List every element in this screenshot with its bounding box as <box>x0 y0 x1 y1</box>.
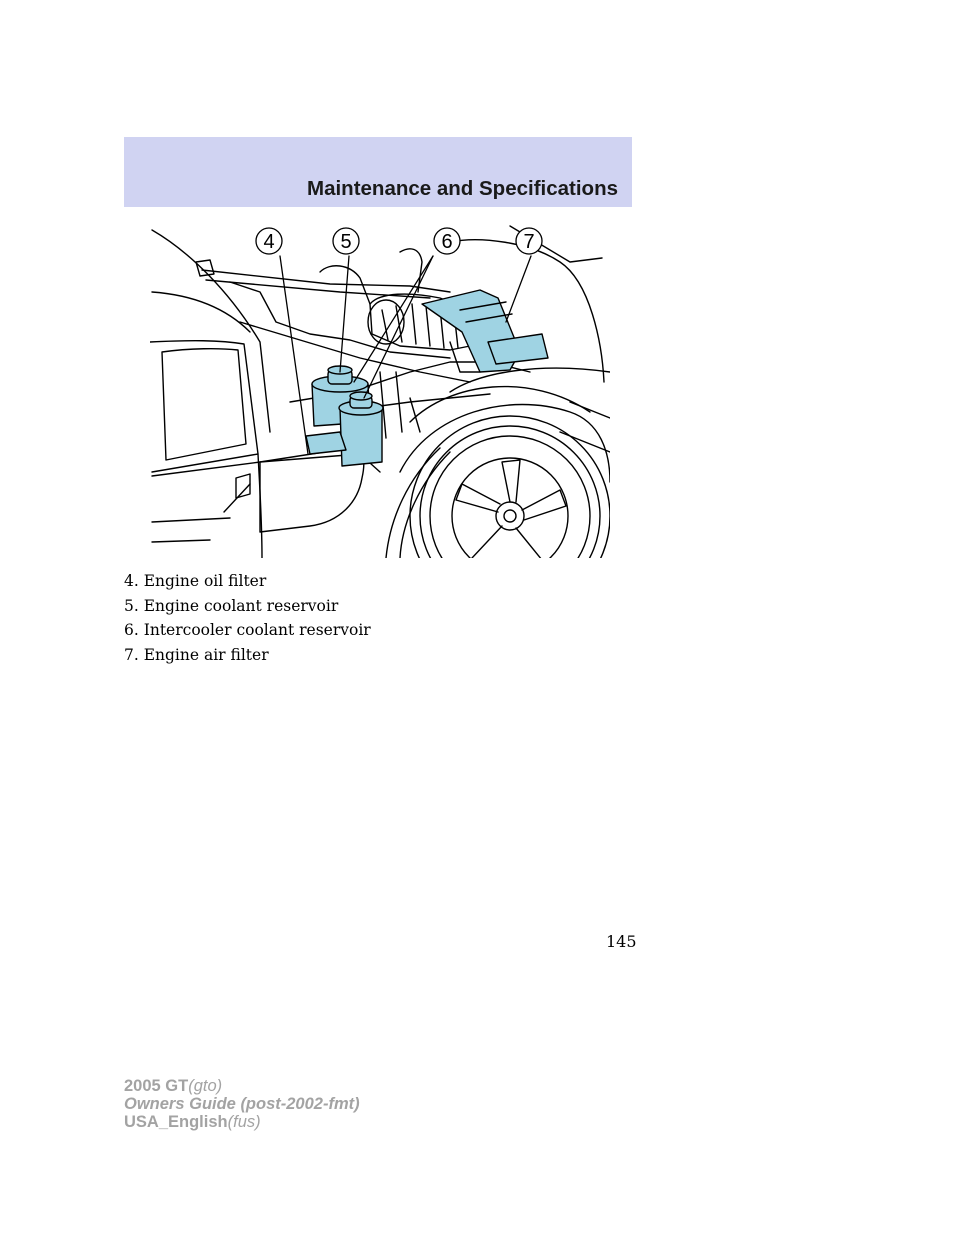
callout-4: 4 <box>263 231 274 253</box>
footer-line-3: USA_English(fus) <box>124 1113 360 1131</box>
legend-item-oil-filter: 4. Engine oil filter <box>124 572 267 590</box>
footer-line-2: Owners Guide (post-2002-fmt) <box>124 1095 360 1113</box>
section-title: Maintenance and Specifications <box>307 177 618 200</box>
footer-model: 2005 GT <box>124 1077 189 1095</box>
engine-compartment-illustration: 4 5 6 7 <box>150 222 610 558</box>
callout-6: 6 <box>441 231 452 253</box>
footer-guide-name: Owners Guide (post-2002-fmt) <box>124 1095 360 1113</box>
footer-language-code: (fus) <box>227 1113 261 1131</box>
section-header-band: Maintenance and Specifications <box>124 137 632 207</box>
legend-item-coolant-reservoir: 5. Engine coolant reservoir <box>124 596 339 615</box>
callout-7: 7 <box>523 231 534 253</box>
component-legend: 4. Engine oil filter 5. Engine coolant r… <box>124 569 371 667</box>
legend-item-air-filter: 7. Engine air filter <box>124 645 269 664</box>
footer-model-code: (gto) <box>188 1077 223 1095</box>
document-footer: 2005 GT(gto) Owners Guide (post-2002-fmt… <box>124 1077 360 1131</box>
legend-item-intercooler-reservoir: 6. Intercooler coolant reservoir <box>124 621 371 639</box>
footer-line-1: 2005 GT(gto) <box>124 1077 360 1095</box>
page-number: 145 <box>606 932 637 951</box>
footer-language: USA_English <box>124 1113 228 1131</box>
callout-5: 5 <box>340 231 351 253</box>
